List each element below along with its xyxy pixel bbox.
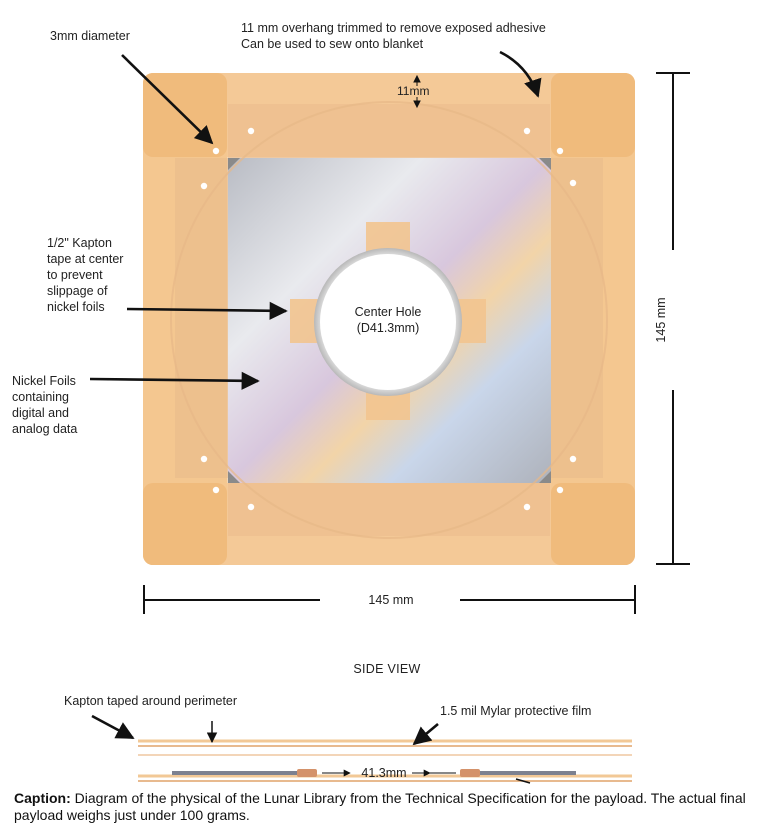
- overhang-dim-marks: [413, 74, 421, 109]
- label-center-hole: Center Hole (D41.3mm): [354, 305, 422, 335]
- arrow-overhang: [499, 50, 542, 98]
- annotation-arrows: [89, 50, 542, 390]
- payload-top-view: [143, 73, 635, 565]
- arrow-kapton-perimeter: [91, 714, 135, 740]
- width-dimension: [143, 585, 636, 614]
- label-mylar: 1.5 mil Mylar protective film: [440, 704, 592, 718]
- tape-top-strip: [143, 73, 635, 157]
- label-kapton-perimeter: Kapton taped around perimeter: [64, 694, 238, 708]
- arrow-nickel-foils: [89, 371, 260, 390]
- side-view: [138, 739, 632, 782]
- tape-bottom-strip: [143, 483, 635, 565]
- arrow-kapton-center: [126, 301, 288, 320]
- caption-prefix: Caption:: [14, 790, 71, 806]
- label-width-dim: 145 mm: [368, 593, 414, 607]
- label-side-view: SIDE VIEW: [353, 662, 421, 676]
- side-kapton-right: [460, 769, 480, 777]
- label-height-dim: 145 mm: [654, 297, 668, 343]
- figure-caption: Caption: Diagram of the physical of the …: [14, 790, 759, 824]
- height-dimension: [656, 72, 690, 565]
- arrow-mylar: [412, 723, 439, 746]
- caption-text: Diagram of the physical of the Lunar Lib…: [14, 790, 746, 823]
- side-kapton-left: [297, 769, 317, 777]
- label-overhang-dim: 11mm: [397, 84, 430, 98]
- disc-outline: [170, 101, 608, 539]
- label-overhang: 11 mm overhang trimmed to remove exposed…: [241, 21, 546, 51]
- mounting-holes: [200, 127, 577, 511]
- label-kapton-center: 1/2" Kapton tape at center to prevent sl…: [47, 236, 124, 314]
- side-annotation-arrows: [91, 714, 531, 784]
- label-hole-diameter: 3mm diameter: [50, 29, 130, 43]
- label-nickel-foils: Nickel Foils containing digital and anal…: [12, 374, 78, 436]
- arrow-hole-diameter: [121, 54, 214, 145]
- label-side-dim: 41.3mm: [361, 766, 407, 780]
